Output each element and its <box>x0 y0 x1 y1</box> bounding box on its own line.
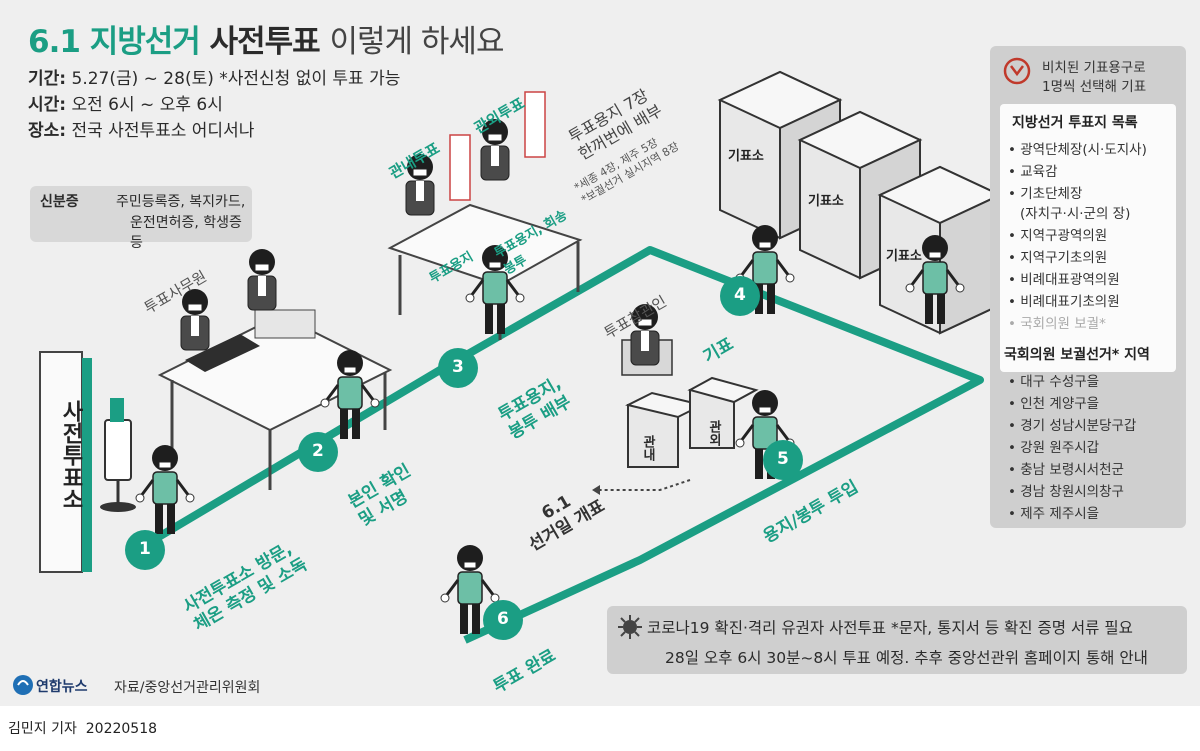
infographic-canvas: 6.1 지방선거 사전투표 이렇게 하세요 기간: 5.27(금) ~ 28(토… <box>0 0 1200 706</box>
polling-station-sign <box>39 351 92 573</box>
step-badge-6 <box>483 600 523 640</box>
title-main: 사전투표 <box>209 24 321 60</box>
id-card-note: 신분증 주민등록증, 복지카드, 운전면허증, 학생증 등 <box>30 186 252 251</box>
check-table <box>157 309 393 490</box>
id-note-line2: 운전면허증, 학생증 등 <box>130 215 242 251</box>
footer: 김민지 기자 20220518 <box>0 706 1200 751</box>
yonhap-logo-icon <box>13 675 33 695</box>
credit-text: 김민지 기자 20220518 <box>8 721 158 737</box>
ballot-list-item: • 지역구기초의원 <box>1008 250 1108 266</box>
source-text: 자료/중앙선거관리위원회 <box>114 680 261 696</box>
voting-process-illustration <box>39 71 1000 644</box>
covid-note-line2: 28일 오후 6시 30분~8시 투표 예정. 추후 중앙선관위 홈페이지 통해… <box>665 649 1148 667</box>
step-number-6: 6 <box>497 609 509 629</box>
by-election-item: • 강원 원주시갑 <box>1008 440 1100 456</box>
staff-2 <box>247 248 277 311</box>
ballot-list-item: • 지역구광역의원 <box>1008 228 1108 244</box>
step-number-2: 2 <box>312 441 324 461</box>
ballot-list-title: 지방선거 투표지 목록 <box>1012 115 1138 131</box>
covid-note-line1: 코로나19 확진·격리 유권자 사전투표 *문자, 통지서 등 확진 증명 서류… <box>647 619 1133 637</box>
id-note-label: 신분증 <box>40 194 79 210</box>
by-election-item: • 경기 성남시분당구갑 <box>1008 418 1137 434</box>
box-outer-label: 관외 <box>706 420 721 446</box>
stamp-note-line2: 1명씩 선택해 기표 <box>1042 79 1147 95</box>
sanitizer-stand <box>100 398 136 512</box>
by-election-item: • 인천 계양구을 <box>1008 396 1100 412</box>
ballot-list-box: 지방선거 투표지 목록 • 광역단체장(시·도지사) • 교육감 • 기초단체장… <box>1000 104 1176 372</box>
ballot-list-item: • 교육감 <box>1008 164 1058 180</box>
ballot-list-item: • 비례대표광역의원 <box>1008 272 1120 288</box>
info-time: 시간: 오전 6시 ~ 오후 6시 <box>28 95 223 115</box>
by-election-item: • 제주 제주시을 <box>1008 506 1100 522</box>
ballot-box-outer <box>687 376 759 449</box>
id-note-line1: 주민등록증, 복지카드, <box>116 194 246 210</box>
step-badge-5 <box>763 440 803 480</box>
step-badge-3 <box>438 348 478 388</box>
info-place: 장소: 전국 사전투표소 어디서나 <box>28 121 255 141</box>
yonhap-logo-text: 연합뉴스 <box>36 679 88 695</box>
by-election-item: • 대구 수성구을 <box>1008 374 1100 390</box>
process-path <box>137 246 984 644</box>
by-election-item: • 충남 보령시서천군 <box>1008 462 1124 478</box>
stamp-note-line1: 비치된 기표용구로 <box>1042 60 1146 76</box>
ballot-list-item: (자치구·시·군의 장) <box>1020 206 1131 222</box>
box-inner-label: 관내 <box>640 435 655 461</box>
title-rest: 이렇게 하세요 <box>329 24 505 60</box>
step-number-4: 4 <box>734 285 746 305</box>
step-number-3: 3 <box>452 357 464 377</box>
by-election-item: • 경남 창원시의창구 <box>1008 484 1124 500</box>
booth-label-1: 기표소 <box>728 149 764 164</box>
title-keyword: 지방선거 <box>89 24 201 60</box>
booth-label-3: 기표소 <box>886 249 922 264</box>
covid-note: 코로나19 확진·격리 유권자 사전투표 *문자, 통지서 등 확진 증명 서류… <box>607 606 1187 674</box>
stamp-icon <box>1003 57 1031 85</box>
step-badge-1 <box>125 530 165 570</box>
ballot-list-item: • 비례대표기초의원 <box>1008 294 1120 310</box>
title-number: 6.1 <box>28 24 81 60</box>
step-number-5: 5 <box>777 449 789 469</box>
count-arrow <box>598 479 691 491</box>
ballot-box-inner <box>625 391 705 468</box>
ballot-list-item: • 국회의원 보궐* <box>1008 316 1106 332</box>
building-label: 사전투표소 <box>58 400 83 510</box>
ballot-list-item: • 광역단체장(시·도지사) <box>1008 142 1147 158</box>
step-number-1: 1 <box>139 539 151 559</box>
info-period: 기간: 5.27(금) ~ 28(토) *사전신청 없이 투표 가능 <box>28 69 401 89</box>
step-badge-4 <box>720 276 760 316</box>
step-badge-2 <box>298 432 338 472</box>
virus-icon <box>618 615 642 639</box>
by-election-title: 국회의원 보궐선거* 지역 <box>1004 347 1150 363</box>
ballot-list-panel: 비치된 기표용구로 1명씩 선택해 기표 지방선거 투표지 목록 • 광역단체장… <box>990 46 1186 528</box>
page-title: 6.1 지방선거 사전투표 이렇게 하세요 <box>28 16 505 61</box>
ballot-list-item: • 기초단체장 <box>1008 186 1083 202</box>
booth-label-2: 기표소 <box>808 194 844 209</box>
